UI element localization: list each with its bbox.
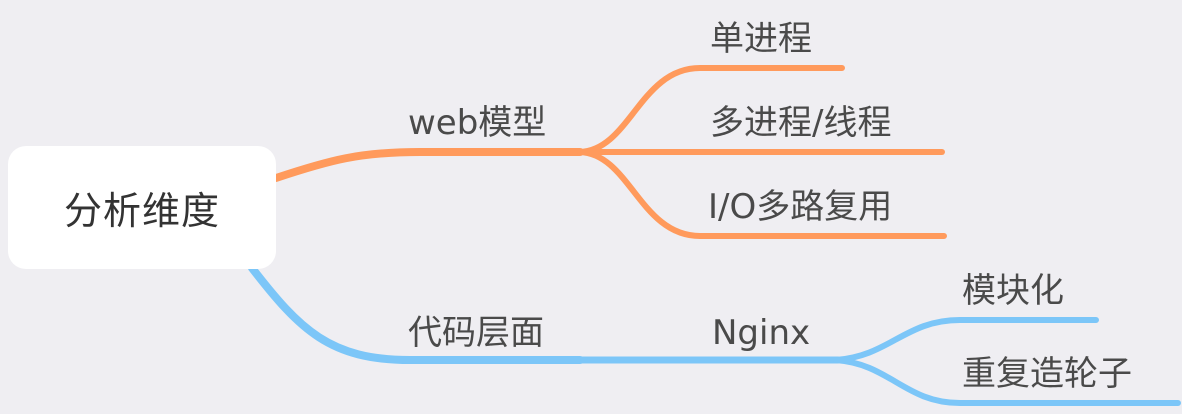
node-modular[interactable]: 模块化 [962, 271, 1064, 311]
link-web-io-multiplex [577, 149, 947, 239]
node-code-level[interactable]: 代码层面 [408, 313, 544, 353]
link-nginx-modular [833, 317, 1099, 363]
node-single-process[interactable]: 单进程 [710, 19, 812, 59]
link-root-web-model [272, 148, 584, 182]
link-web-single-process [577, 65, 845, 155]
link-root-code-level [248, 264, 584, 364]
root-node[interactable]: 分析维度 [8, 146, 276, 269]
node-reinvent-wheel[interactable]: 重复造轮子 [962, 354, 1132, 394]
root-node-label: 分析维度 [63, 189, 220, 233]
node-nginx[interactable]: Nginx [712, 313, 811, 353]
node-io-multiplexing[interactable]: I/O多路复用 [708, 187, 893, 227]
node-web-model[interactable]: web模型 [408, 103, 547, 143]
link-nginx-reinvent [833, 357, 1181, 406]
node-multi-process-thread[interactable]: 多进程/线程 [710, 103, 892, 143]
